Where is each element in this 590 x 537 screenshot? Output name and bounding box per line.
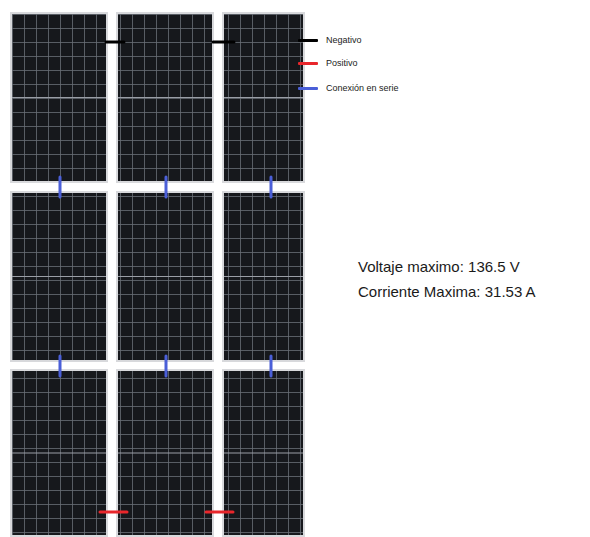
panel-cells [12,371,106,535]
series-connection [59,356,62,376]
panel-split [12,97,106,98]
panel-frame [10,191,108,362]
panel-cells [118,193,212,360]
spec-label: Corriente Maxima: 31.53 A [358,283,536,300]
panel-frame [10,12,108,183]
spec-label: Voltaje maximo: 136.5 V [358,258,520,275]
series-connection [165,356,168,376]
series-connection [59,177,62,197]
panel-cells [12,14,106,181]
panel-cells [12,193,106,360]
panel-split [224,97,303,98]
panel-frame [10,369,108,537]
panel-split [12,276,106,277]
panel-cells [118,14,212,181]
panel-cells [224,371,303,535]
panel-frame [116,12,214,183]
panel-split [118,97,212,98]
legend-label: Positivo [326,58,358,68]
panel-split [224,452,303,453]
positive-terminal [206,511,233,514]
series-connection [270,356,273,376]
panel-split [12,452,106,453]
series-connection [270,177,273,197]
panel-cells [224,193,303,360]
negative-terminal [213,41,234,44]
series-connection [165,177,168,197]
legend-swatch [298,39,318,42]
panel-split [118,276,212,277]
legend-label: Conexión en serie [326,83,399,93]
panel-frame [222,12,305,183]
panel-frame [116,369,214,537]
negative-terminal [106,41,124,44]
legend-swatch [298,62,318,65]
legend-swatch [298,87,318,90]
positive-terminal [100,511,127,514]
panel-frame [116,191,214,362]
panel-frame [222,191,305,362]
panel-cells [224,14,303,181]
panel-split [118,452,212,453]
panel-split [224,276,303,277]
legend-label: Negativo [326,35,362,45]
panel-cells [118,371,212,535]
